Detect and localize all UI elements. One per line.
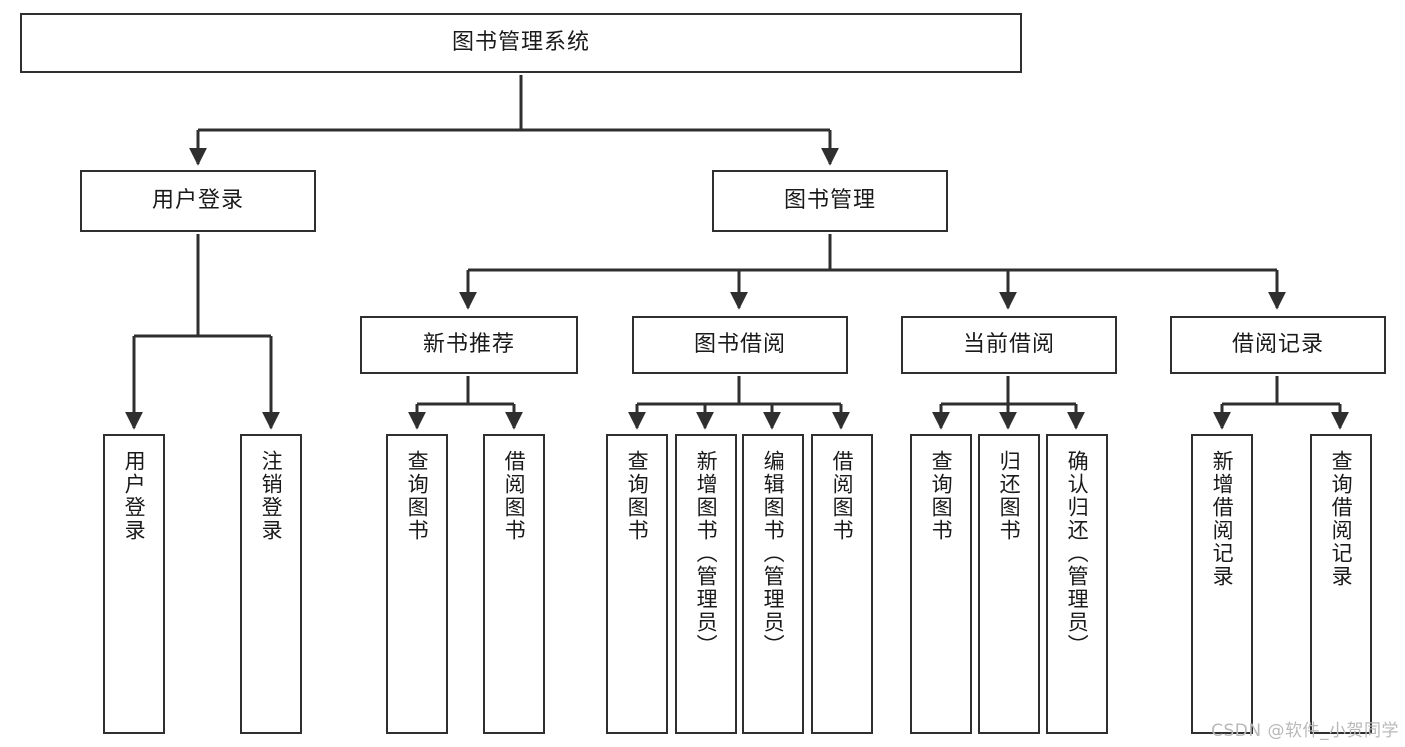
node-borrow-records[interactable]: 借阅记录 (1170, 316, 1386, 374)
leaf-label: 借阅图书 (502, 450, 527, 542)
leaf-label: 新增借阅记录 (1210, 450, 1235, 588)
leaf-new-book-query[interactable]: 查询图书 (386, 434, 448, 734)
node-root-label: 图书管理系统 (451, 29, 590, 55)
node-current-borrow-label: 当前借阅 (962, 331, 1055, 357)
leaf-label: 查询图书 (929, 450, 954, 542)
leaf-label: 借阅图书 (830, 450, 855, 542)
leaf-label: 归还图书 (997, 450, 1022, 542)
leaf-label: 查询图书 (625, 450, 650, 542)
leaf-label: 编辑图书（管理员） (761, 450, 786, 657)
leaf-current-return-book[interactable]: 归还图书 (978, 434, 1040, 734)
node-book-management[interactable]: 图书管理 (712, 170, 948, 232)
node-new-book-recommend[interactable]: 新书推荐 (360, 316, 578, 374)
leaf-user-login-login[interactable]: 用户登录 (103, 434, 165, 734)
node-root[interactable]: 图书管理系统 (20, 13, 1022, 73)
leaf-label: 用户登录 (122, 450, 147, 542)
csdn-watermark: CSDN @软件_小贺同学 (1211, 721, 1399, 741)
node-book-borrow-label: 图书借阅 (693, 331, 786, 357)
node-book-borrow[interactable]: 图书借阅 (632, 316, 848, 374)
node-borrow-records-label: 借阅记录 (1231, 331, 1324, 357)
leaf-label: 查询借阅记录 (1329, 450, 1354, 588)
node-current-borrow[interactable]: 当前借阅 (901, 316, 1117, 374)
leaf-user-login-logout[interactable]: 注销登录 (240, 434, 302, 734)
leaf-current-confirm-return-admin[interactable]: 确认归还（管理员） (1046, 434, 1108, 734)
leaf-borrow-add-book-admin[interactable]: 新增图书（管理员） (675, 434, 737, 734)
leaf-borrow-borrow-book[interactable]: 借阅图书 (811, 434, 873, 734)
node-user-login-label: 用户登录 (151, 187, 244, 213)
leaf-records-query-record[interactable]: 查询借阅记录 (1310, 434, 1372, 734)
leaf-current-query-book[interactable]: 查询图书 (910, 434, 972, 734)
node-new-book-recommend-label: 新书推荐 (422, 331, 515, 357)
node-user-login[interactable]: 用户登录 (80, 170, 316, 232)
leaf-records-add-record[interactable]: 新增借阅记录 (1191, 434, 1253, 734)
node-book-management-label: 图书管理 (783, 187, 876, 213)
leaf-borrow-query-book[interactable]: 查询图书 (606, 434, 668, 734)
leaf-borrow-edit-book-admin[interactable]: 编辑图书（管理员） (742, 434, 804, 734)
leaf-label: 查询图书 (405, 450, 430, 542)
leaf-label: 确认归还（管理员） (1065, 450, 1090, 657)
leaf-label: 新增图书（管理员） (694, 450, 719, 657)
leaf-new-book-borrow[interactable]: 借阅图书 (483, 434, 545, 734)
leaf-label: 注销登录 (259, 450, 284, 542)
